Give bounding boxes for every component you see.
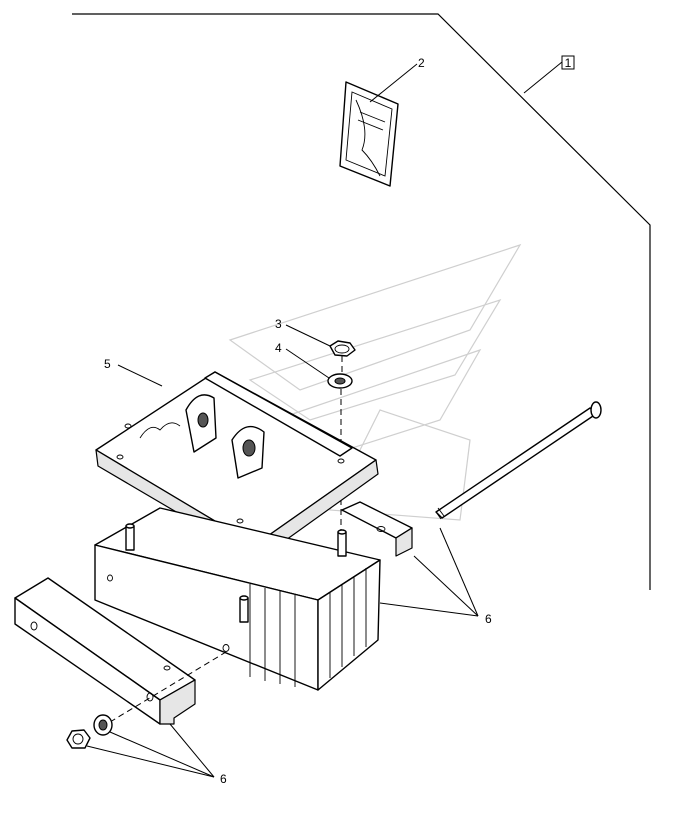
kit-label-box: 1 [523,55,575,94]
washer-top: 4 [275,341,353,389]
axis-line-bottom [109,651,227,723]
clamp-bar-right [341,501,413,557]
hex-nut-top: 3 [275,317,356,357]
callout-weights-right: 6 [485,612,492,626]
decal: 2 [339,56,425,187]
callout-decal: 2 [418,56,425,70]
callout-group-weights-bottom: 6 [86,723,227,786]
washer-bottom [93,714,113,736]
callout-weights-bottom: 6 [220,772,227,786]
hex-nut-bottom [66,729,91,749]
callout-nut-top: 3 [275,317,282,331]
callout-group-weights-right: 6 [379,527,492,626]
tie-rod [435,401,602,520]
kit-label: 1 [565,56,572,70]
callout-support-bracket: 5 [104,357,111,371]
kit-boundary [72,13,651,590]
callout-washer-top: 4 [275,341,282,355]
clamp-bar-bottom [14,577,196,725]
weight-stack [94,507,381,691]
